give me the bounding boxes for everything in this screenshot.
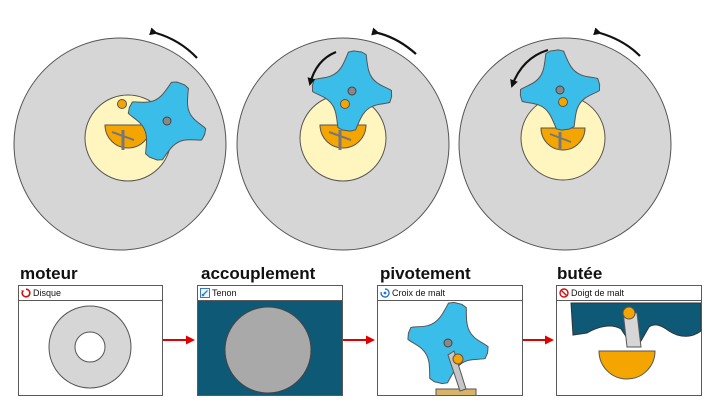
panel-croix-title: Croix de malt [378, 286, 522, 301]
mechanism-stage-2 [236, 27, 450, 251]
panel-doigt[interactable]: Doigt de malt [556, 285, 702, 396]
panel-doigt-name: Doigt de malt [571, 288, 625, 298]
mechanism-stage-1 [13, 27, 227, 251]
panel-disque-body [19, 301, 162, 395]
panel-tenon[interactable]: Tenon [197, 285, 343, 396]
panel-tenon-body [198, 301, 342, 395]
panel-doigt-body [557, 301, 701, 395]
panel-croix-body [378, 301, 522, 395]
panel-disque-title: Disque [19, 286, 162, 301]
stop-icon [559, 288, 569, 298]
label-pivotement: pivotement [380, 264, 471, 283]
panel-tenon-name: Tenon [212, 288, 237, 298]
label-accouplement: accouplement [201, 264, 316, 283]
link-icon [200, 288, 210, 298]
panel-disque-name: Disque [33, 288, 62, 298]
panel-disque[interactable]: Disque [18, 285, 163, 396]
label-moteur: moteur [20, 264, 78, 283]
panel-doigt-title: Doigt de malt [557, 286, 701, 301]
panel-croix-name: Croix de malt [392, 288, 446, 298]
rotation-icon [21, 288, 31, 298]
panel-tenon-title: Tenon [198, 286, 342, 301]
panel-croix[interactable]: Croix de malt [377, 285, 523, 396]
pivot-icon [380, 288, 390, 298]
label-butee: butée [557, 264, 603, 283]
mechanism-stage-3 [458, 27, 672, 251]
